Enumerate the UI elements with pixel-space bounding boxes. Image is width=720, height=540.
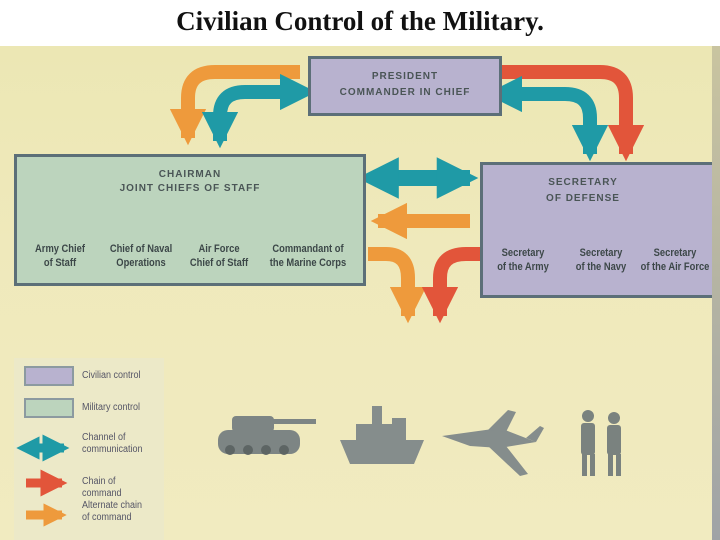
ship-icon	[340, 406, 424, 464]
channel-arrow-president-chairman	[220, 92, 298, 141]
alternate-arrow-to-unified	[368, 254, 408, 316]
alternate-arrow-president-chairman	[188, 72, 300, 138]
secdef-title: SECRETARY	[483, 177, 683, 189]
slide-title: Civilian Control of the Military.	[0, 6, 720, 37]
jet-icon	[442, 410, 544, 476]
chairman-box: CHAIRMAN JOINT CHIEFS OF STAFF Army Chie…	[14, 154, 366, 286]
president-box: PRESIDENT COMMANDER IN CHIEF	[308, 56, 502, 116]
diagram-photo: PRESIDENT COMMANDER IN CHIEF CHAIRMAN JO…	[0, 46, 720, 540]
president-title: PRESIDENT	[311, 71, 499, 83]
legend-label-civilian: Civilian control	[82, 370, 141, 382]
tank-icon	[218, 416, 316, 455]
chairman-title: CHAIRMAN	[17, 169, 363, 181]
legend-label-chain: Chain of command	[82, 476, 156, 500]
legend-arrows	[14, 358, 74, 540]
president-subtitle: COMMANDER IN CHIEF	[311, 87, 499, 99]
command-arrow-to-unified	[440, 254, 484, 316]
chairman-subtitle: JOINT CHIEFS OF STAFF	[17, 183, 363, 195]
channel-arrow-president-secdef	[504, 94, 590, 154]
command-arrow-president-secdef	[502, 72, 626, 154]
photo-edge	[712, 46, 720, 540]
legend: Civilian control Military control Channe…	[14, 358, 164, 540]
soldiers-icon	[581, 410, 621, 476]
secdef-subtitle: OF DEFENSE	[483, 193, 683, 205]
legend-label-military: Military control	[82, 402, 140, 414]
